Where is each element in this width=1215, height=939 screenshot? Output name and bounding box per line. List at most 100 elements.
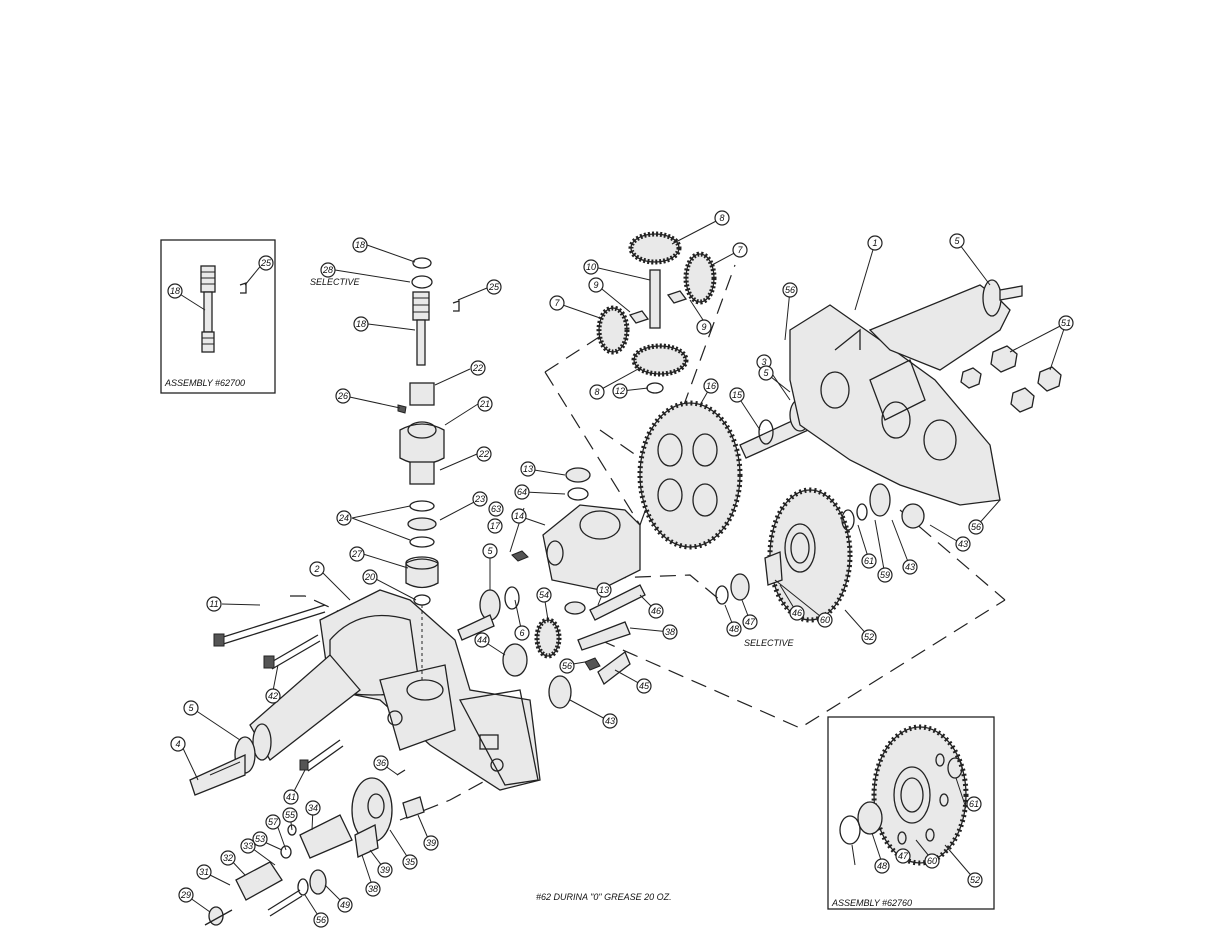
callout-25: 25 xyxy=(486,279,502,295)
grease-note: #62 DURINA "0" GREASE 20 OZ. xyxy=(536,892,672,902)
callout-34: 34 xyxy=(305,800,321,816)
svg-text:38: 38 xyxy=(665,627,675,637)
svg-text:1: 1 xyxy=(872,238,877,248)
svg-text:8: 8 xyxy=(719,213,724,223)
callout-16: 16 xyxy=(703,378,719,394)
svg-text:54: 54 xyxy=(539,590,549,600)
svg-text:48: 48 xyxy=(729,624,739,634)
svg-text:13: 13 xyxy=(599,585,609,595)
svg-text:44: 44 xyxy=(477,635,487,645)
left-axle xyxy=(189,654,361,796)
svg-text:3: 3 xyxy=(761,357,766,367)
callout-24: 24 xyxy=(336,510,352,526)
callout-59: 59 xyxy=(877,567,893,583)
inset-gear xyxy=(871,724,969,866)
svg-text:48: 48 xyxy=(877,861,887,871)
callout-9-right: 9 xyxy=(696,319,712,335)
callout-43-mid: 43 xyxy=(602,713,618,729)
svg-text:56: 56 xyxy=(562,661,572,671)
svg-text:34: 34 xyxy=(308,803,318,813)
inset-left-caption: ASSEMBLY #62700 xyxy=(164,378,245,388)
svg-text:27: 27 xyxy=(351,549,363,559)
svg-text:32: 32 xyxy=(223,853,233,863)
callout-41: 41 xyxy=(283,789,299,805)
svg-text:16: 16 xyxy=(706,381,716,391)
svg-text:22: 22 xyxy=(478,449,489,459)
svg-text:57: 57 xyxy=(268,817,279,827)
callout-3: 3 xyxy=(756,354,772,370)
callout-14: 14 xyxy=(511,508,527,524)
svg-text:5: 5 xyxy=(763,368,769,378)
svg-text:56: 56 xyxy=(971,522,981,532)
callout-20: 20 xyxy=(362,569,378,585)
callout-4: 4 xyxy=(170,736,186,752)
svg-text:13: 13 xyxy=(523,464,533,474)
svg-text:8: 8 xyxy=(594,387,599,397)
svg-text:64: 64 xyxy=(517,487,527,497)
svg-text:39: 39 xyxy=(380,865,390,875)
svg-text:9: 9 xyxy=(593,280,598,290)
callout-48-inset: 48 xyxy=(874,858,890,874)
svg-text:14: 14 xyxy=(514,511,524,521)
inset-assembly-62760 xyxy=(827,716,995,910)
callout-15: 15 xyxy=(729,387,745,403)
callout-32: 32 xyxy=(220,850,236,866)
svg-text:46: 46 xyxy=(651,606,661,616)
callout-60: 60 xyxy=(817,612,833,628)
svg-text:46: 46 xyxy=(792,608,802,618)
callout-52-inset: 52 xyxy=(967,872,983,888)
callout-8-bottom: 8 xyxy=(589,384,605,400)
svg-text:38: 38 xyxy=(368,884,378,894)
svg-text:15: 15 xyxy=(732,390,743,400)
gear-52 xyxy=(767,487,853,623)
small-bearings xyxy=(715,483,925,605)
callout-13-bottom: 13 xyxy=(596,582,612,598)
callout-51: 51 xyxy=(1058,315,1074,331)
callout-26: 26 xyxy=(335,388,351,404)
callout-56-top: 56 xyxy=(782,282,798,298)
callout-37: 38 xyxy=(662,624,678,640)
callout-42: 42 xyxy=(265,688,281,704)
svg-text:60: 60 xyxy=(927,856,937,866)
svg-text:45: 45 xyxy=(639,681,650,691)
inset-assembly-62700 xyxy=(160,239,276,394)
svg-text:11: 11 xyxy=(209,599,218,609)
svg-text:55: 55 xyxy=(285,810,296,820)
callout-7-right: 7 xyxy=(732,242,748,258)
svg-text:43: 43 xyxy=(905,562,915,572)
svg-text:12: 12 xyxy=(615,386,625,396)
svg-text:4: 4 xyxy=(175,739,180,749)
shaft-stack xyxy=(397,257,460,680)
inset-washer xyxy=(839,815,861,845)
callout-56-bottom: 56 xyxy=(313,912,329,928)
svg-text:25: 25 xyxy=(488,282,500,292)
callout-17: 17 xyxy=(487,518,503,534)
callout-63: 63 xyxy=(488,501,504,517)
callout-5-center: 5 xyxy=(482,543,498,559)
svg-text:61: 61 xyxy=(969,799,979,809)
callout-31: 31 xyxy=(196,864,212,880)
callout-22-top: 22 xyxy=(470,360,486,376)
callout-61: 61 xyxy=(861,553,877,569)
callout-29: 29 xyxy=(178,887,194,903)
large-gear-16 xyxy=(637,400,743,550)
callout-43-far: 43 xyxy=(955,536,971,552)
selective-note-bottom: SELECTIVE xyxy=(744,638,795,648)
svg-text:60: 60 xyxy=(820,615,830,625)
svg-text:18: 18 xyxy=(356,319,366,329)
svg-text:25: 25 xyxy=(260,258,272,268)
callout-43-right: 43 xyxy=(902,559,918,575)
svg-text:35: 35 xyxy=(405,857,416,867)
callout-64: 64 xyxy=(514,484,530,500)
inset-right-caption: ASSEMBLY #62760 xyxy=(831,898,912,908)
callout-56-mid: 56 xyxy=(559,658,575,674)
svg-text:17: 17 xyxy=(490,521,501,531)
callout-13-top: 13 xyxy=(520,461,536,477)
callout-1: 1 xyxy=(867,235,883,251)
svg-text:6: 6 xyxy=(519,628,524,638)
svg-text:36: 36 xyxy=(376,758,386,768)
svg-text:56: 56 xyxy=(316,915,326,925)
callout-27: 27 xyxy=(349,546,365,562)
callout-5-right: 5 xyxy=(949,233,965,249)
